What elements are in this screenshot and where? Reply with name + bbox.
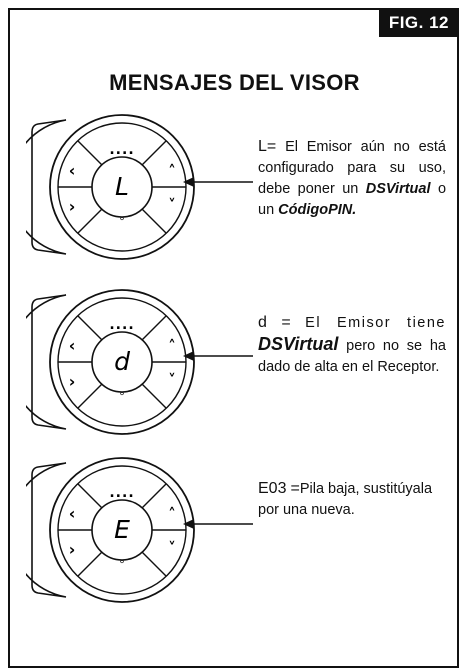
arrow-3: [183, 519, 253, 529]
remote-drawing: ‹ › ˄ ˅ .... ° L: [26, 114, 195, 260]
remote-control-3: ‹ › ˄ ˅ .... ° E: [26, 455, 196, 610]
display-small-dot: °: [119, 390, 125, 403]
figure-label: FIG. 12: [378, 10, 459, 37]
arrow-2: [183, 351, 253, 361]
right-chevron-icon: ›: [69, 372, 76, 391]
up-chevron-icon: ˄: [168, 505, 176, 523]
message-d-description: d = El Emisor tiene DSVirtual pero no se…: [258, 314, 446, 375]
remote-drawing: ‹ › ˄ ˅ .... ° d: [26, 289, 195, 435]
remote-drawing: ‹ › ˄ ˅ .... ° E: [26, 457, 195, 603]
code-e03: E03: [258, 480, 287, 497]
down-chevron-icon: ˅: [168, 371, 176, 389]
remote-control-1: ‹ › ˄ ˅ .... ° L: [26, 112, 196, 267]
remote-control-2: ‹ › ˄ ˅ .... ° d: [26, 287, 196, 442]
display-small-dot: °: [119, 215, 125, 228]
right-chevron-icon: ›: [69, 197, 76, 216]
message-e-description: E03 =Pila baja, sustitúyala por una nuev…: [258, 480, 433, 518]
down-chevron-icon: ˅: [168, 196, 176, 214]
right-chevron-icon: ›: [69, 540, 76, 559]
code-l: L: [258, 138, 267, 155]
display-character: L: [115, 172, 129, 201]
page-title: MENSAJES DEL VISOR: [109, 70, 360, 95]
code-d: d: [258, 314, 267, 331]
display-dots: ....: [109, 142, 134, 158]
message-l-description: L= El Emisor aún no está configurado par…: [258, 138, 447, 218]
display-character: d: [114, 347, 130, 376]
left-chevron-icon: ‹: [69, 161, 76, 180]
display-dots: ....: [109, 485, 134, 501]
display-character: E: [114, 515, 130, 544]
up-chevron-icon: ˄: [168, 337, 176, 355]
left-chevron-icon: ‹: [69, 336, 76, 355]
arrow-1: [183, 177, 253, 187]
down-chevron-icon: ˅: [168, 539, 176, 557]
display-small-dot: °: [119, 558, 125, 571]
display-dots: ....: [109, 317, 134, 333]
left-chevron-icon: ‹: [69, 504, 76, 523]
up-chevron-icon: ˄: [168, 162, 176, 180]
